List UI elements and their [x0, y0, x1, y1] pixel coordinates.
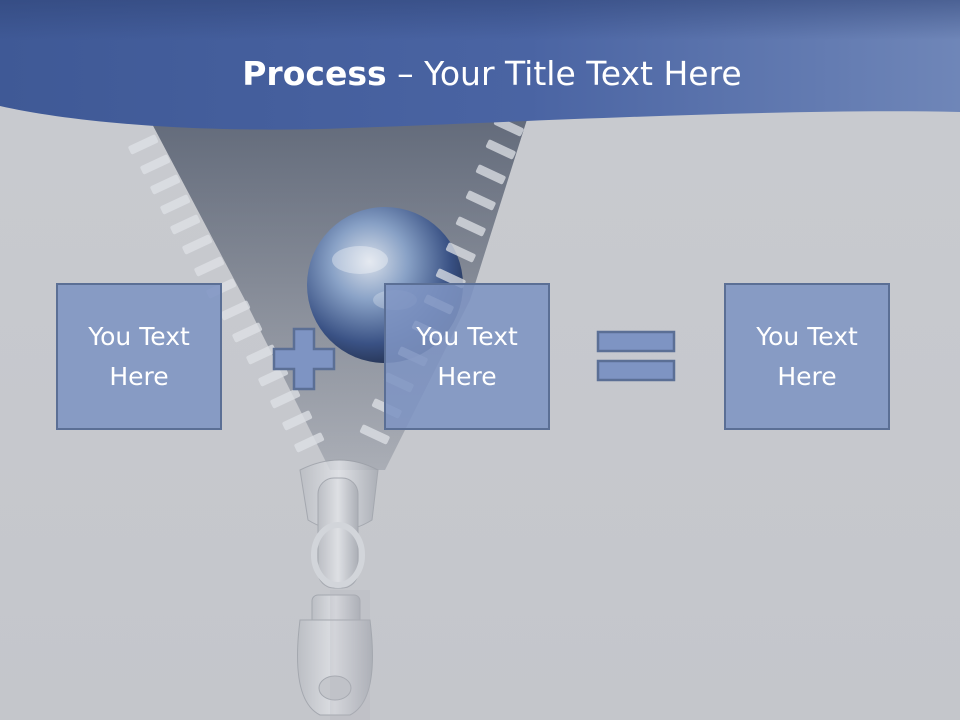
title-bold: Process [242, 54, 387, 93]
zipper-pull [297, 459, 379, 716]
slide-title: Process – Your Title Text Here [0, 52, 960, 96]
text-box-1-label: You Text Here [88, 321, 190, 391]
text-box-1: You Text Here [56, 283, 222, 430]
text-box-2: You Text Here [384, 283, 550, 430]
text-box-3: You Text Here [724, 283, 890, 430]
title-rest: – Your Title Text Here [386, 54, 742, 93]
plus-icon [272, 327, 336, 391]
text-box-3-label: You Text Here [756, 321, 858, 391]
equals-icon [596, 330, 676, 382]
text-box-2-label: You Text Here [416, 321, 518, 391]
